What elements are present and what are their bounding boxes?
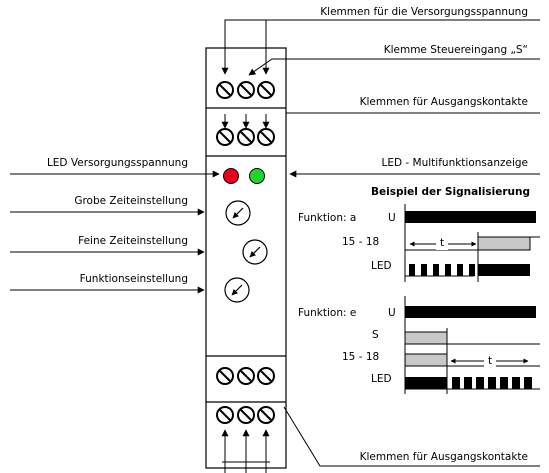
- function-e-label: Funktion: e: [298, 307, 356, 319]
- fine-time-knob: [242, 239, 268, 265]
- supply-terminals-leader: [221, 19, 540, 75]
- led-supply-label: LED Versorgungsspannung: [47, 157, 188, 169]
- function-a-contact-signal: [477, 236, 531, 251]
- led-multifunction-label: LED - Multifunktionsanzeige: [382, 157, 528, 169]
- terminal-screw: [216, 367, 234, 385]
- function-a-led-label: LED: [371, 260, 392, 272]
- function-a-u-signal: [405, 211, 536, 223]
- function-a-timing: Funktion: a U 15 - 18 LED t: [298, 204, 540, 282]
- output-terminals-bottom-leader: [283, 406, 540, 467]
- function-e-s-label: S: [372, 329, 379, 341]
- output-terminals-bottom-label: Klemmen für Ausgangskontakte: [360, 451, 528, 463]
- function-a-u-label: U: [388, 212, 396, 224]
- function-e-led-label: LED: [371, 373, 392, 385]
- terminal-screw: [237, 128, 255, 146]
- coarse-time-label: Grobe Zeiteinstellung: [74, 195, 188, 207]
- terminal-block-outputs-mid: [216, 367, 275, 385]
- terminal-block-supply: [216, 81, 275, 99]
- terminal-screw: [237, 367, 255, 385]
- function-e-range-label: 15 - 18: [342, 351, 379, 363]
- signal-example-title: Beispiel der Signalisierung: [371, 186, 530, 198]
- terminal-screw: [257, 367, 275, 385]
- terminal-screw: [216, 81, 234, 99]
- led-green: [249, 168, 265, 184]
- function-e-contact-signal: [404, 353, 448, 367]
- function-e-t-label: t: [488, 355, 492, 367]
- output-terminals-top-label: Klemmen für Ausgangskontakte: [360, 96, 528, 108]
- terminal-block-outputs-top: [216, 128, 275, 146]
- output-bottom-arrows: [221, 429, 270, 473]
- control-input-label: Klemme Steuereingang „S“: [384, 44, 528, 56]
- function-a-range-label: 15 - 18: [342, 236, 379, 248]
- function-e-s-signal: [404, 331, 448, 345]
- function-e-u-signal: [405, 306, 536, 318]
- led-red: [223, 168, 239, 184]
- function-e-u-label: U: [388, 307, 396, 319]
- function-knob: [224, 277, 250, 303]
- function-a-label: Funktion: a: [298, 212, 356, 224]
- function-e-timing: Funktion: e U S 15 - 18 LED t: [298, 296, 540, 394]
- terminal-screw: [216, 128, 234, 146]
- terminal-screw: [257, 406, 275, 424]
- terminal-screw: [257, 81, 275, 99]
- function-a-led-signal: [405, 264, 530, 277]
- terminal-block-outputs-bottom: [216, 406, 275, 424]
- supply-terminals-label: Klemmen für die Versorgungsspannung: [320, 6, 528, 18]
- control-input-leader: [248, 58, 540, 76]
- output-top-arrows: [221, 114, 270, 129]
- function-e-led-signal: [405, 377, 540, 390]
- terminal-screw: [257, 128, 275, 146]
- fine-time-label: Feine Zeiteinstellung: [78, 235, 188, 247]
- terminal-screw: [237, 81, 255, 99]
- terminal-screw: [237, 406, 255, 424]
- function-setting-label: Funktionseinstellung: [80, 273, 188, 285]
- function-a-t-label: t: [440, 237, 444, 249]
- terminal-screw: [216, 406, 234, 424]
- coarse-time-knob: [225, 200, 251, 226]
